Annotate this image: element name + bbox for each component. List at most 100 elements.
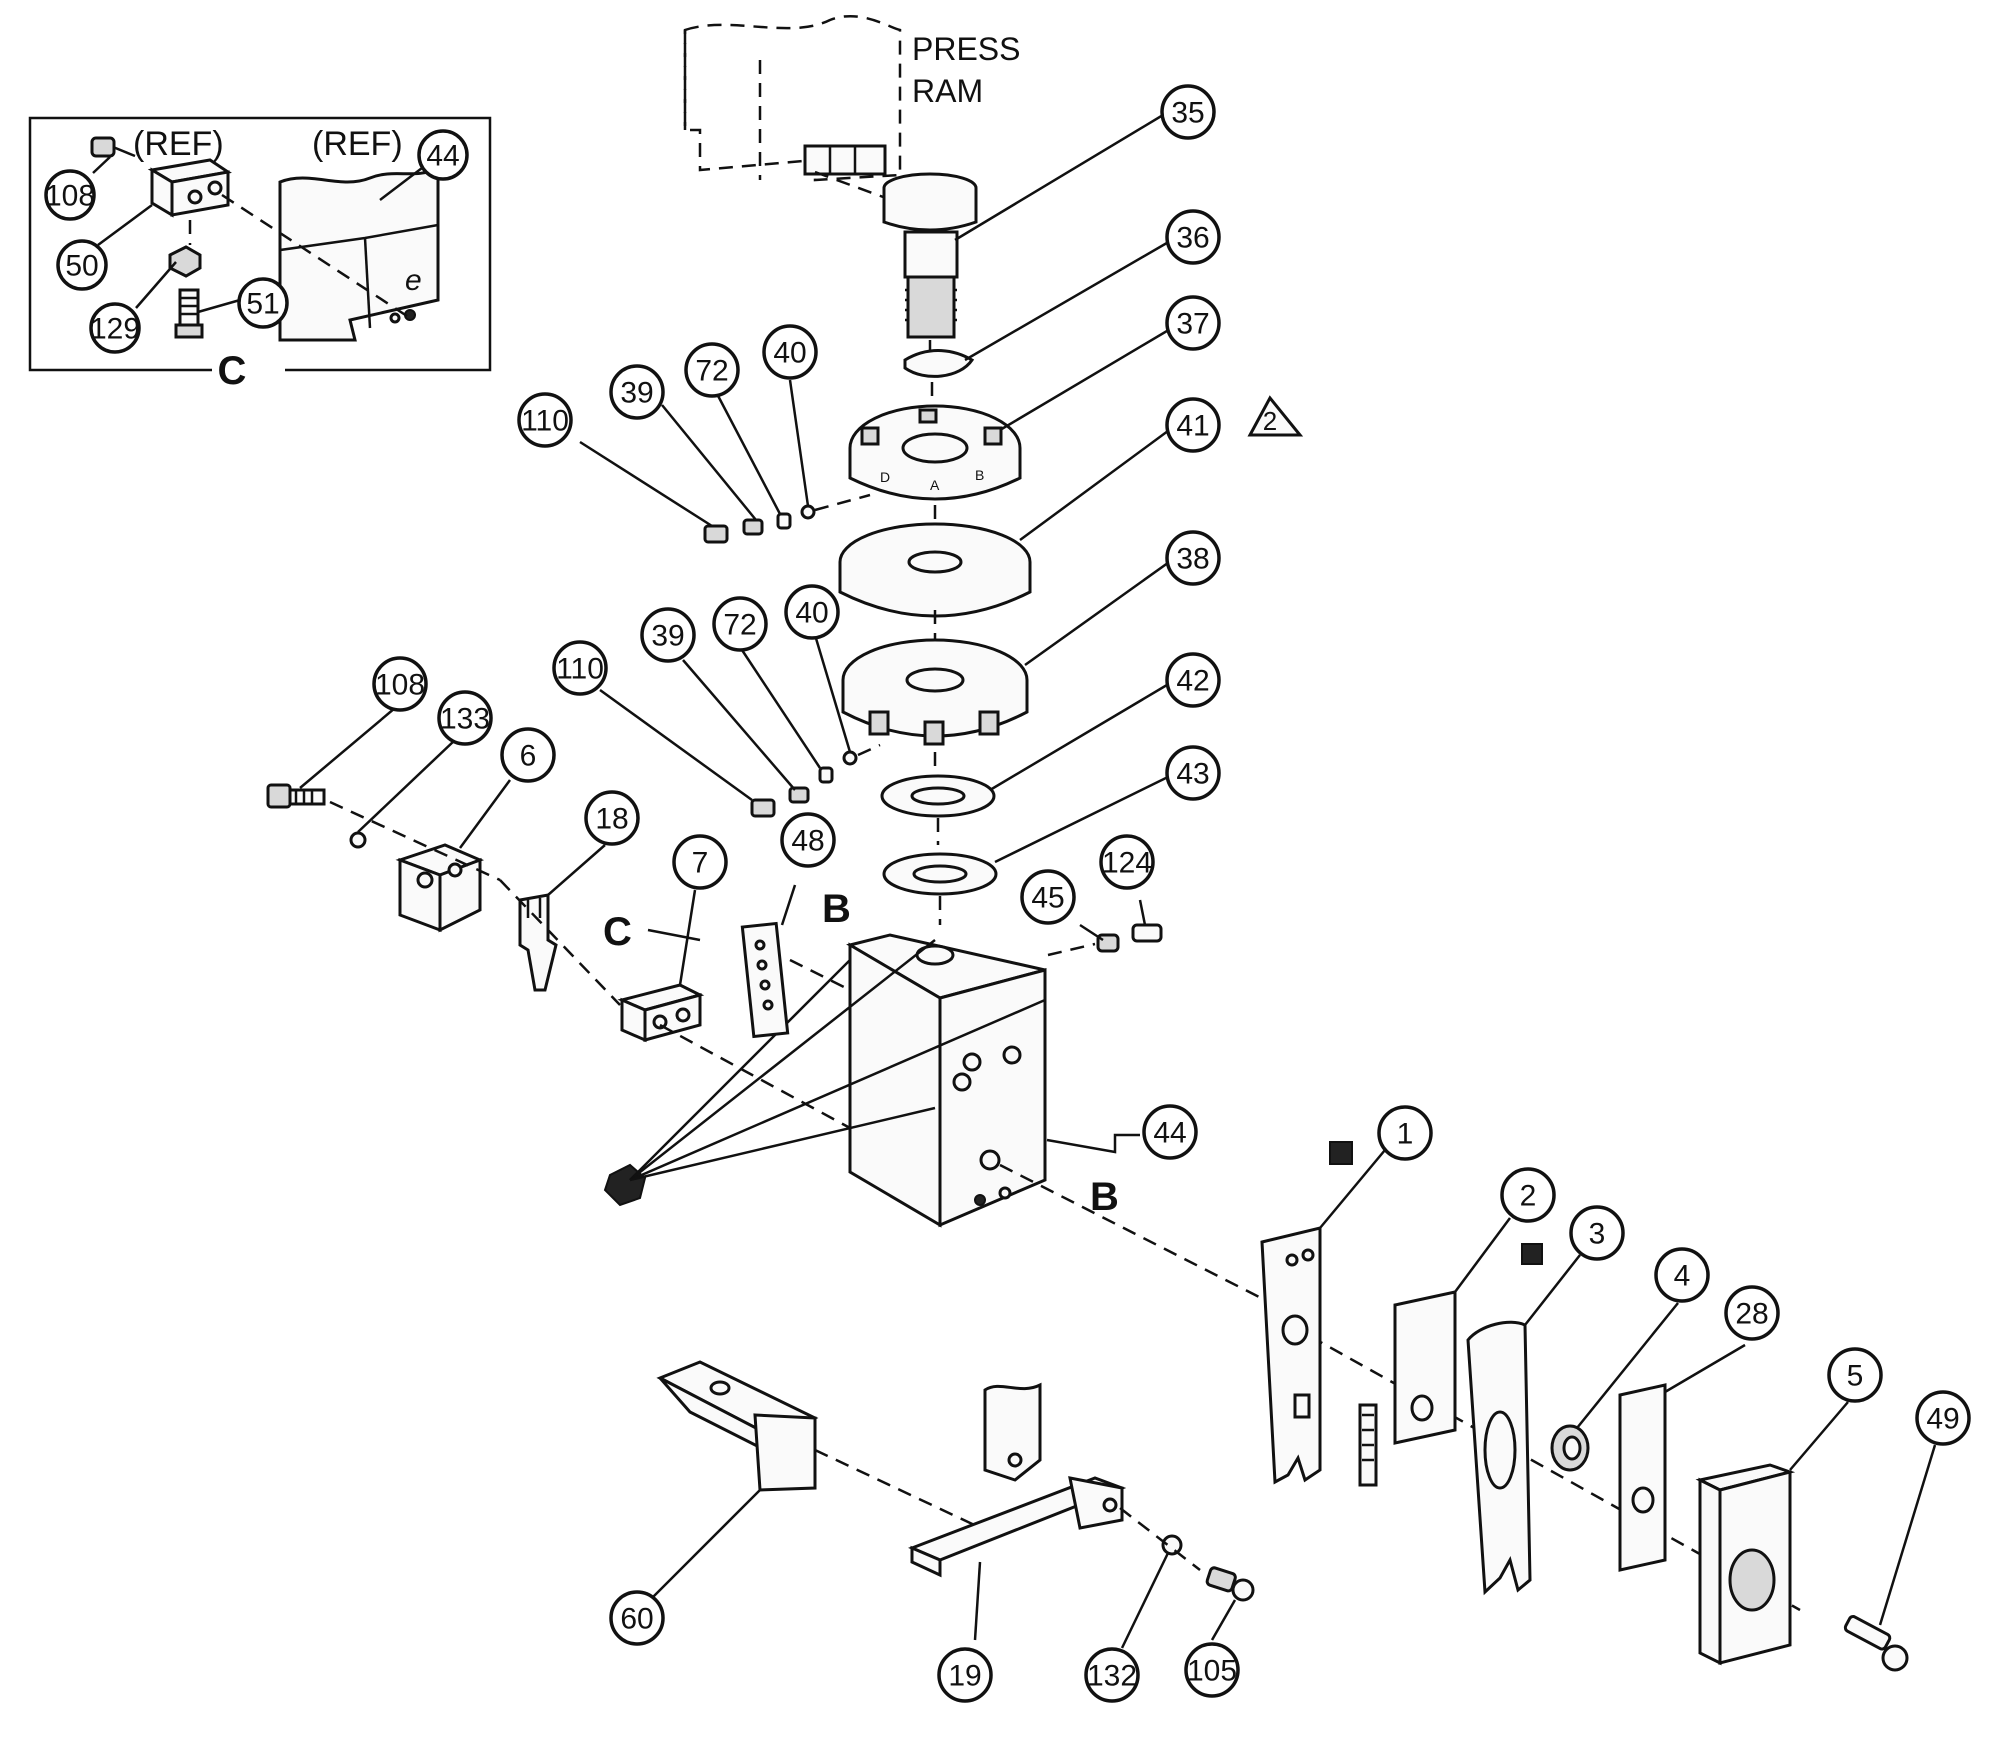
inset-view-c: C (REF) (REF)	[28, 116, 492, 393]
svg-text:A: A	[930, 477, 940, 493]
turret-disc-38	[841, 638, 1029, 746]
screw-49	[1843, 1615, 1909, 1672]
turret-disc-37: A B D	[848, 404, 1022, 501]
callout-number: 72	[695, 355, 728, 388]
washer-43	[882, 852, 998, 896]
callout-number: 28	[1735, 1298, 1768, 1331]
callout-number: 41	[1176, 410, 1209, 443]
washer-132	[1161, 1534, 1183, 1556]
hatch-sample-right	[1521, 1243, 1543, 1265]
callout-4: 4	[1654, 1247, 1710, 1303]
punch-35	[882, 172, 978, 339]
callout-number: 42	[1176, 665, 1209, 698]
callout-39: 39	[640, 607, 696, 663]
callout-number: 19	[948, 1660, 981, 1693]
callout-number: 110	[556, 653, 604, 686]
washer-133	[349, 831, 367, 849]
callout-number: 108	[45, 180, 95, 213]
callout-number: 37	[1176, 308, 1209, 341]
callout-number: 39	[620, 377, 653, 410]
callout-51: 51	[237, 277, 289, 329]
callout-2: 2	[1500, 1167, 1556, 1223]
callout-number: 45	[1031, 882, 1064, 915]
callout-48: 48	[780, 812, 836, 868]
inset-nut-129	[168, 245, 202, 278]
bracket-upper-block	[983, 1382, 1042, 1482]
block-6	[395, 843, 485, 933]
callout-49: 49	[1915, 1390, 1971, 1446]
callout-number: 124	[1102, 847, 1152, 880]
screw-105	[1205, 1566, 1255, 1602]
callout-number: 44	[1153, 1117, 1186, 1150]
housing-44	[846, 933, 1047, 1228]
callout-number: 36	[1176, 222, 1209, 255]
callout-19: 19	[937, 1647, 993, 1703]
callout-28: 28	[1724, 1285, 1780, 1341]
hatch-sample-left	[1329, 1141, 1353, 1165]
view-c-label: C	[603, 910, 632, 954]
plate-2	[1393, 1290, 1457, 1445]
inset-view-letter: C	[218, 349, 247, 393]
callout-42: 42	[1165, 652, 1221, 708]
spring-part	[1358, 1403, 1378, 1487]
detent-assembly-lower	[750, 743, 881, 818]
plate-28	[1618, 1383, 1667, 1572]
washer-42	[880, 774, 996, 818]
plate-1	[1260, 1226, 1322, 1485]
callout-number: 1	[1397, 1118, 1414, 1151]
callout-number: 133	[440, 703, 490, 736]
fork-18	[518, 893, 558, 992]
callout-number: 4	[1674, 1260, 1691, 1293]
press-label: PRESS	[912, 31, 1020, 67]
callout-number: 48	[791, 825, 824, 858]
callout-40: 40	[762, 324, 818, 380]
callout-number: 7	[692, 847, 709, 880]
callout-number: 110	[521, 405, 569, 438]
disc-41	[838, 522, 1032, 618]
inset-screw-108	[90, 136, 136, 158]
callout-44: 44	[1142, 1104, 1198, 1160]
callout-40: 40	[784, 584, 840, 640]
plate-3	[1466, 1320, 1532, 1596]
callout-number: 39	[651, 620, 684, 653]
callout-number: 18	[595, 803, 628, 836]
callout-39: 39	[609, 364, 665, 420]
inset-block-50	[147, 158, 232, 218]
callout-45: 45	[1020, 869, 1076, 925]
callout-number: 40	[795, 597, 828, 630]
note-flag-2: 2	[1247, 395, 1304, 437]
block-5	[1695, 1463, 1796, 1666]
svg-text:B: B	[975, 467, 984, 483]
plate-48	[740, 921, 790, 1039]
bracket-60	[656, 1360, 819, 1492]
callout-50: 50	[56, 239, 108, 291]
callout-number: 43	[1176, 758, 1209, 791]
callout-3: 3	[1569, 1205, 1625, 1261]
washer-4	[1550, 1424, 1590, 1472]
callout-37: 37	[1165, 295, 1221, 351]
callout-129: 129	[89, 302, 141, 354]
callout-124: 124	[1099, 834, 1155, 890]
callout-1: 1	[1377, 1105, 1433, 1161]
setscrew-124	[1131, 923, 1163, 943]
callout-number: 132	[1087, 1660, 1137, 1693]
callout-number: 2	[1520, 1180, 1537, 1213]
callout-number: 51	[246, 288, 279, 321]
press-ram: PRESS RAM	[683, 14, 1020, 182]
callout-72: 72	[684, 342, 740, 398]
callout-number: 72	[723, 609, 756, 642]
stamp-arrows	[603, 939, 1046, 1207]
callout-7: 7	[672, 834, 728, 890]
callout-35: 35	[1160, 84, 1216, 140]
inset-screw-51	[174, 288, 204, 339]
detent-assembly-upper	[703, 493, 871, 544]
callout-5: 5	[1827, 1347, 1883, 1403]
callout-number: 108	[375, 669, 425, 702]
callout-number: 3	[1589, 1218, 1606, 1251]
callout-number: 105	[1187, 1655, 1237, 1688]
callout-60: 60	[609, 1590, 665, 1646]
callout-number: 38	[1176, 543, 1209, 576]
callout-44: 44	[417, 129, 469, 181]
callout-number: 6	[520, 740, 537, 773]
